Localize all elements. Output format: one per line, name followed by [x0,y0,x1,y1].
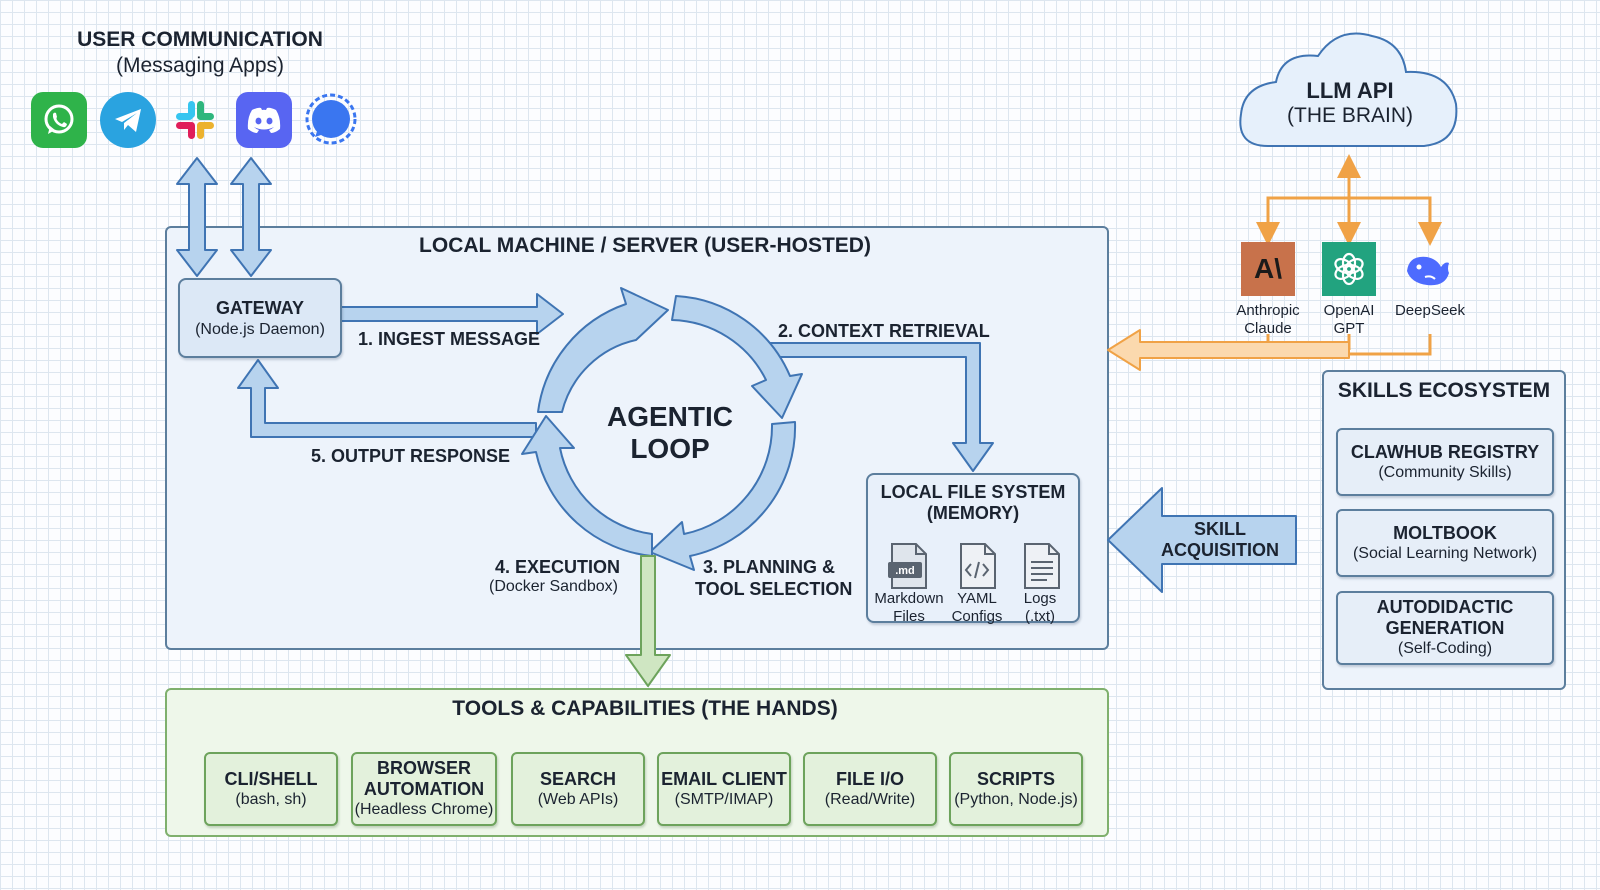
tool-email-title: EMAIL CLIENT [661,768,787,789]
clawhub-registry-box[interactable]: CLAWHUB REGISTRY (Community Skills) [1336,428,1554,496]
tool-file-io-subtitle: (Read/Write) [824,790,916,808]
telegram-icon[interactable] [100,92,156,148]
agentic-loop-title: AGENTIC LOOP [607,401,733,464]
tools-title: TOOLS & CAPABILITIES (THE HANDS) [452,697,838,720]
whatsapp-icon[interactable] [31,92,87,148]
autodidactic-subtitle: (Self-Coding) [1397,640,1493,657]
clawhub-subtitle: (Community Skills) [1378,463,1512,481]
tool-search-title: SEARCH [539,768,616,789]
llm-to-machine-arrow [1107,329,1350,371]
step-planning-label-2: TOOL SELECTION [695,579,853,599]
markdown-file-icon[interactable]: .md [888,542,928,590]
gateway-box[interactable]: GATEWAY (Node.js Daemon) [178,278,342,358]
user-communication-title: USER COMMUNICATION [77,28,323,51]
user-communication-subtitle: (Messaging Apps) [115,54,285,77]
tool-scripts[interactable]: SCRIPTS (Python, Node.js) [949,752,1083,826]
step-output-label: 5. OUTPUT RESPONSE [311,446,511,466]
tool-file-io-title: FILE I/O [835,768,904,789]
log-file-icon[interactable] [1021,542,1061,590]
tool-cli-shell[interactable]: CLI/SHELL (bash, sh) [204,752,338,826]
skill-acquisition-arrow [1107,487,1297,593]
skill-acquisition-label: SKILL ACQUISITION [1160,519,1279,560]
step-context-label: 2. CONTEXT RETRIEVAL [778,321,990,341]
deepseek-label: DeepSeek [1394,302,1466,319]
clawhub-title: CLAWHUB REGISTRY [1350,441,1540,462]
context-arrow [769,342,994,472]
moltbook-title: MOLTBOOK [1393,522,1497,543]
step-planning-label-1: 3. PLANNING & [703,557,836,577]
autodidactic-title-2: GENERATION [1385,618,1505,638]
tool-scripts-title: SCRIPTS [976,768,1055,789]
openai-icon[interactable] [1322,242,1376,296]
slack-icon[interactable] [167,92,223,148]
llm-cloud-shape [1239,32,1458,147]
step-ingest-label: 1. INGEST MESSAGE [358,329,541,349]
svg-text:.md: .md [895,565,915,577]
tool-browser-title-1: BROWSER [377,758,471,778]
tool-email-subtitle: (SMTP/IMAP) [674,790,774,808]
tool-email-client[interactable]: EMAIL CLIENT (SMTP/IMAP) [657,752,791,826]
llm-api-title: LLM API [1306,78,1394,103]
tool-browser-automation[interactable]: BROWSER AUTOMATION (Headless Chrome) [351,752,497,826]
tool-cli-subtitle: (bash, sh) [235,790,307,808]
moltbook-subtitle: (Social Learning Network) [1352,544,1538,562]
tool-scripts-subtitle: (Python, Node.js) [954,790,1078,808]
gateway-apps-arrows [176,157,272,277]
tool-search[interactable]: SEARCH (Web APIs) [511,752,645,826]
autodidactic-box[interactable]: AUTODIDACTIC GENERATION (Self-Coding) [1336,591,1554,665]
gateway-subtitle: (Node.js Daemon) [195,320,325,338]
llm-api-subtitle: (THE BRAIN) [1287,104,1413,127]
deepseek-icon[interactable] [1403,242,1457,296]
tool-cli-title: CLI/SHELL [224,768,318,789]
yaml-file-icon[interactable] [957,542,997,590]
anthropic-icon[interactable]: A\ [1241,242,1295,296]
output-arrow [237,359,537,438]
gateway-title: GATEWAY [215,297,304,318]
moltbook-box[interactable]: MOLTBOOK (Social Learning Network) [1336,509,1554,577]
execution-arrow [625,555,671,687]
log-file-label: Logs(.txt) [1023,590,1057,625]
file-system-title: LOCAL FILE SYSTEM (MEMORY) [880,482,1066,523]
step-execution-label: 4. EXECUTION [495,557,621,577]
local-machine-title: LOCAL MACHINE / SERVER (USER-HOSTED) [419,234,871,257]
autodidactic-title-1: AUTODIDACTIC [1376,597,1514,617]
step-execution-sublabel: (Docker Sandbox) [489,578,618,595]
tool-browser-subtitle: (Headless Chrome) [354,801,494,818]
discord-icon[interactable] [236,92,292,148]
agentic-loop-cycle [521,287,803,571]
skills-ecosystem-title: SKILLS ECOSYSTEM [1337,379,1551,402]
ingest-arrow [340,293,564,335]
tool-browser-title-2: AUTOMATION [363,779,485,799]
tool-search-subtitle: (Web APIs) [537,790,619,808]
tool-file-io[interactable]: FILE I/O (Read/Write) [803,752,937,826]
signal-icon[interactable] [303,92,359,148]
